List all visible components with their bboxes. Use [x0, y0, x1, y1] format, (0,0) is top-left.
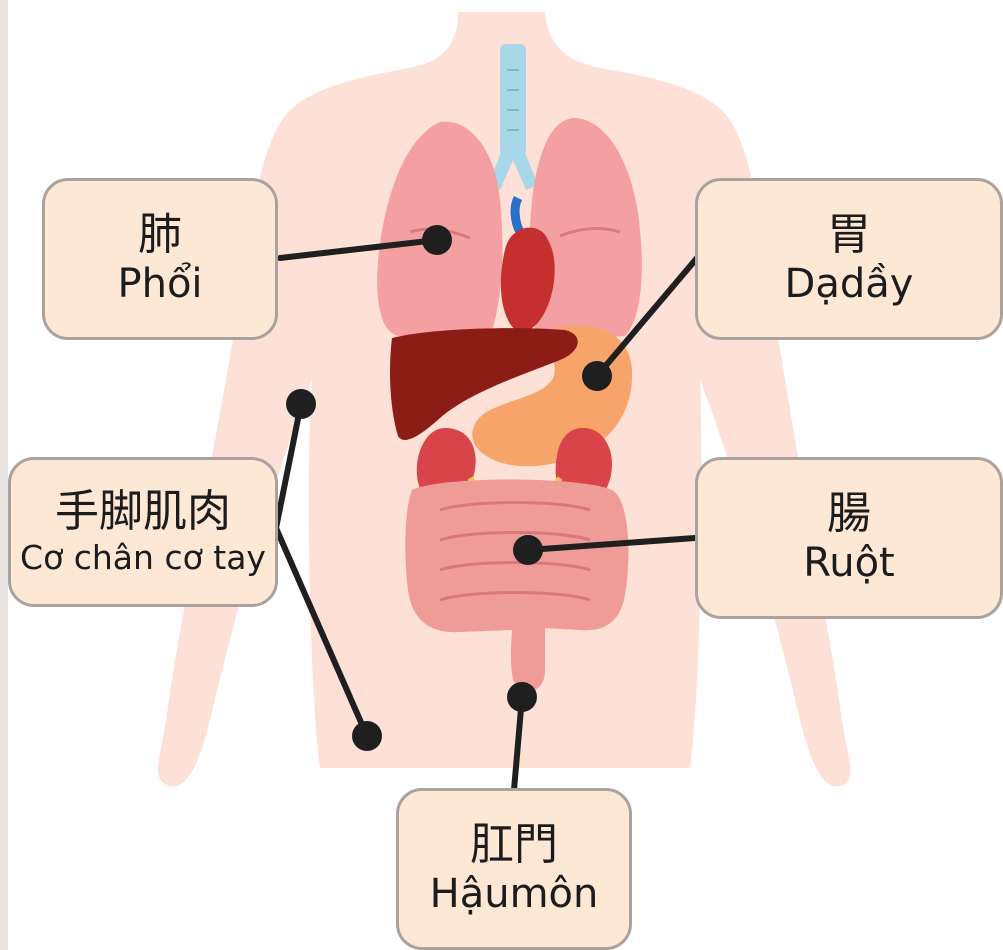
label-limb-muscle-cjk: 手脚肌肉	[55, 487, 231, 538]
label-anus: 肛門 Hậumôn	[396, 788, 632, 950]
label-intestine-vi: Ruột	[803, 539, 895, 587]
label-intestine-cjk: 腸	[827, 489, 871, 540]
label-limb-muscle: 手脚肌肉 Cơ chân cơ tay	[8, 457, 278, 607]
label-anus-vi: Hậumôn	[430, 870, 599, 918]
label-stomach-cjk: 胃	[827, 210, 871, 261]
label-intestine: 腸 Ruột	[695, 457, 1003, 619]
label-lung: 肺 Phổi	[42, 178, 278, 340]
label-stomach-vi: Dạdầy	[785, 260, 914, 308]
marker-dot-anus	[507, 682, 537, 712]
label-stomach: 胃 Dạdầy	[695, 178, 1003, 340]
marker-dot-leg-muscle	[352, 721, 382, 751]
label-limb-muscle-vi: Cơ chân cơ tay	[20, 538, 266, 578]
label-anus-cjk: 肛門	[470, 820, 558, 871]
marker-dot-intestine	[513, 535, 543, 565]
marker-dot-lung	[422, 225, 452, 255]
marker-dot-stomach	[582, 361, 612, 391]
label-lung-vi: Phổi	[117, 260, 202, 308]
label-lung-cjk: 肺	[138, 210, 182, 261]
marker-dot-arm-muscle	[286, 389, 316, 419]
